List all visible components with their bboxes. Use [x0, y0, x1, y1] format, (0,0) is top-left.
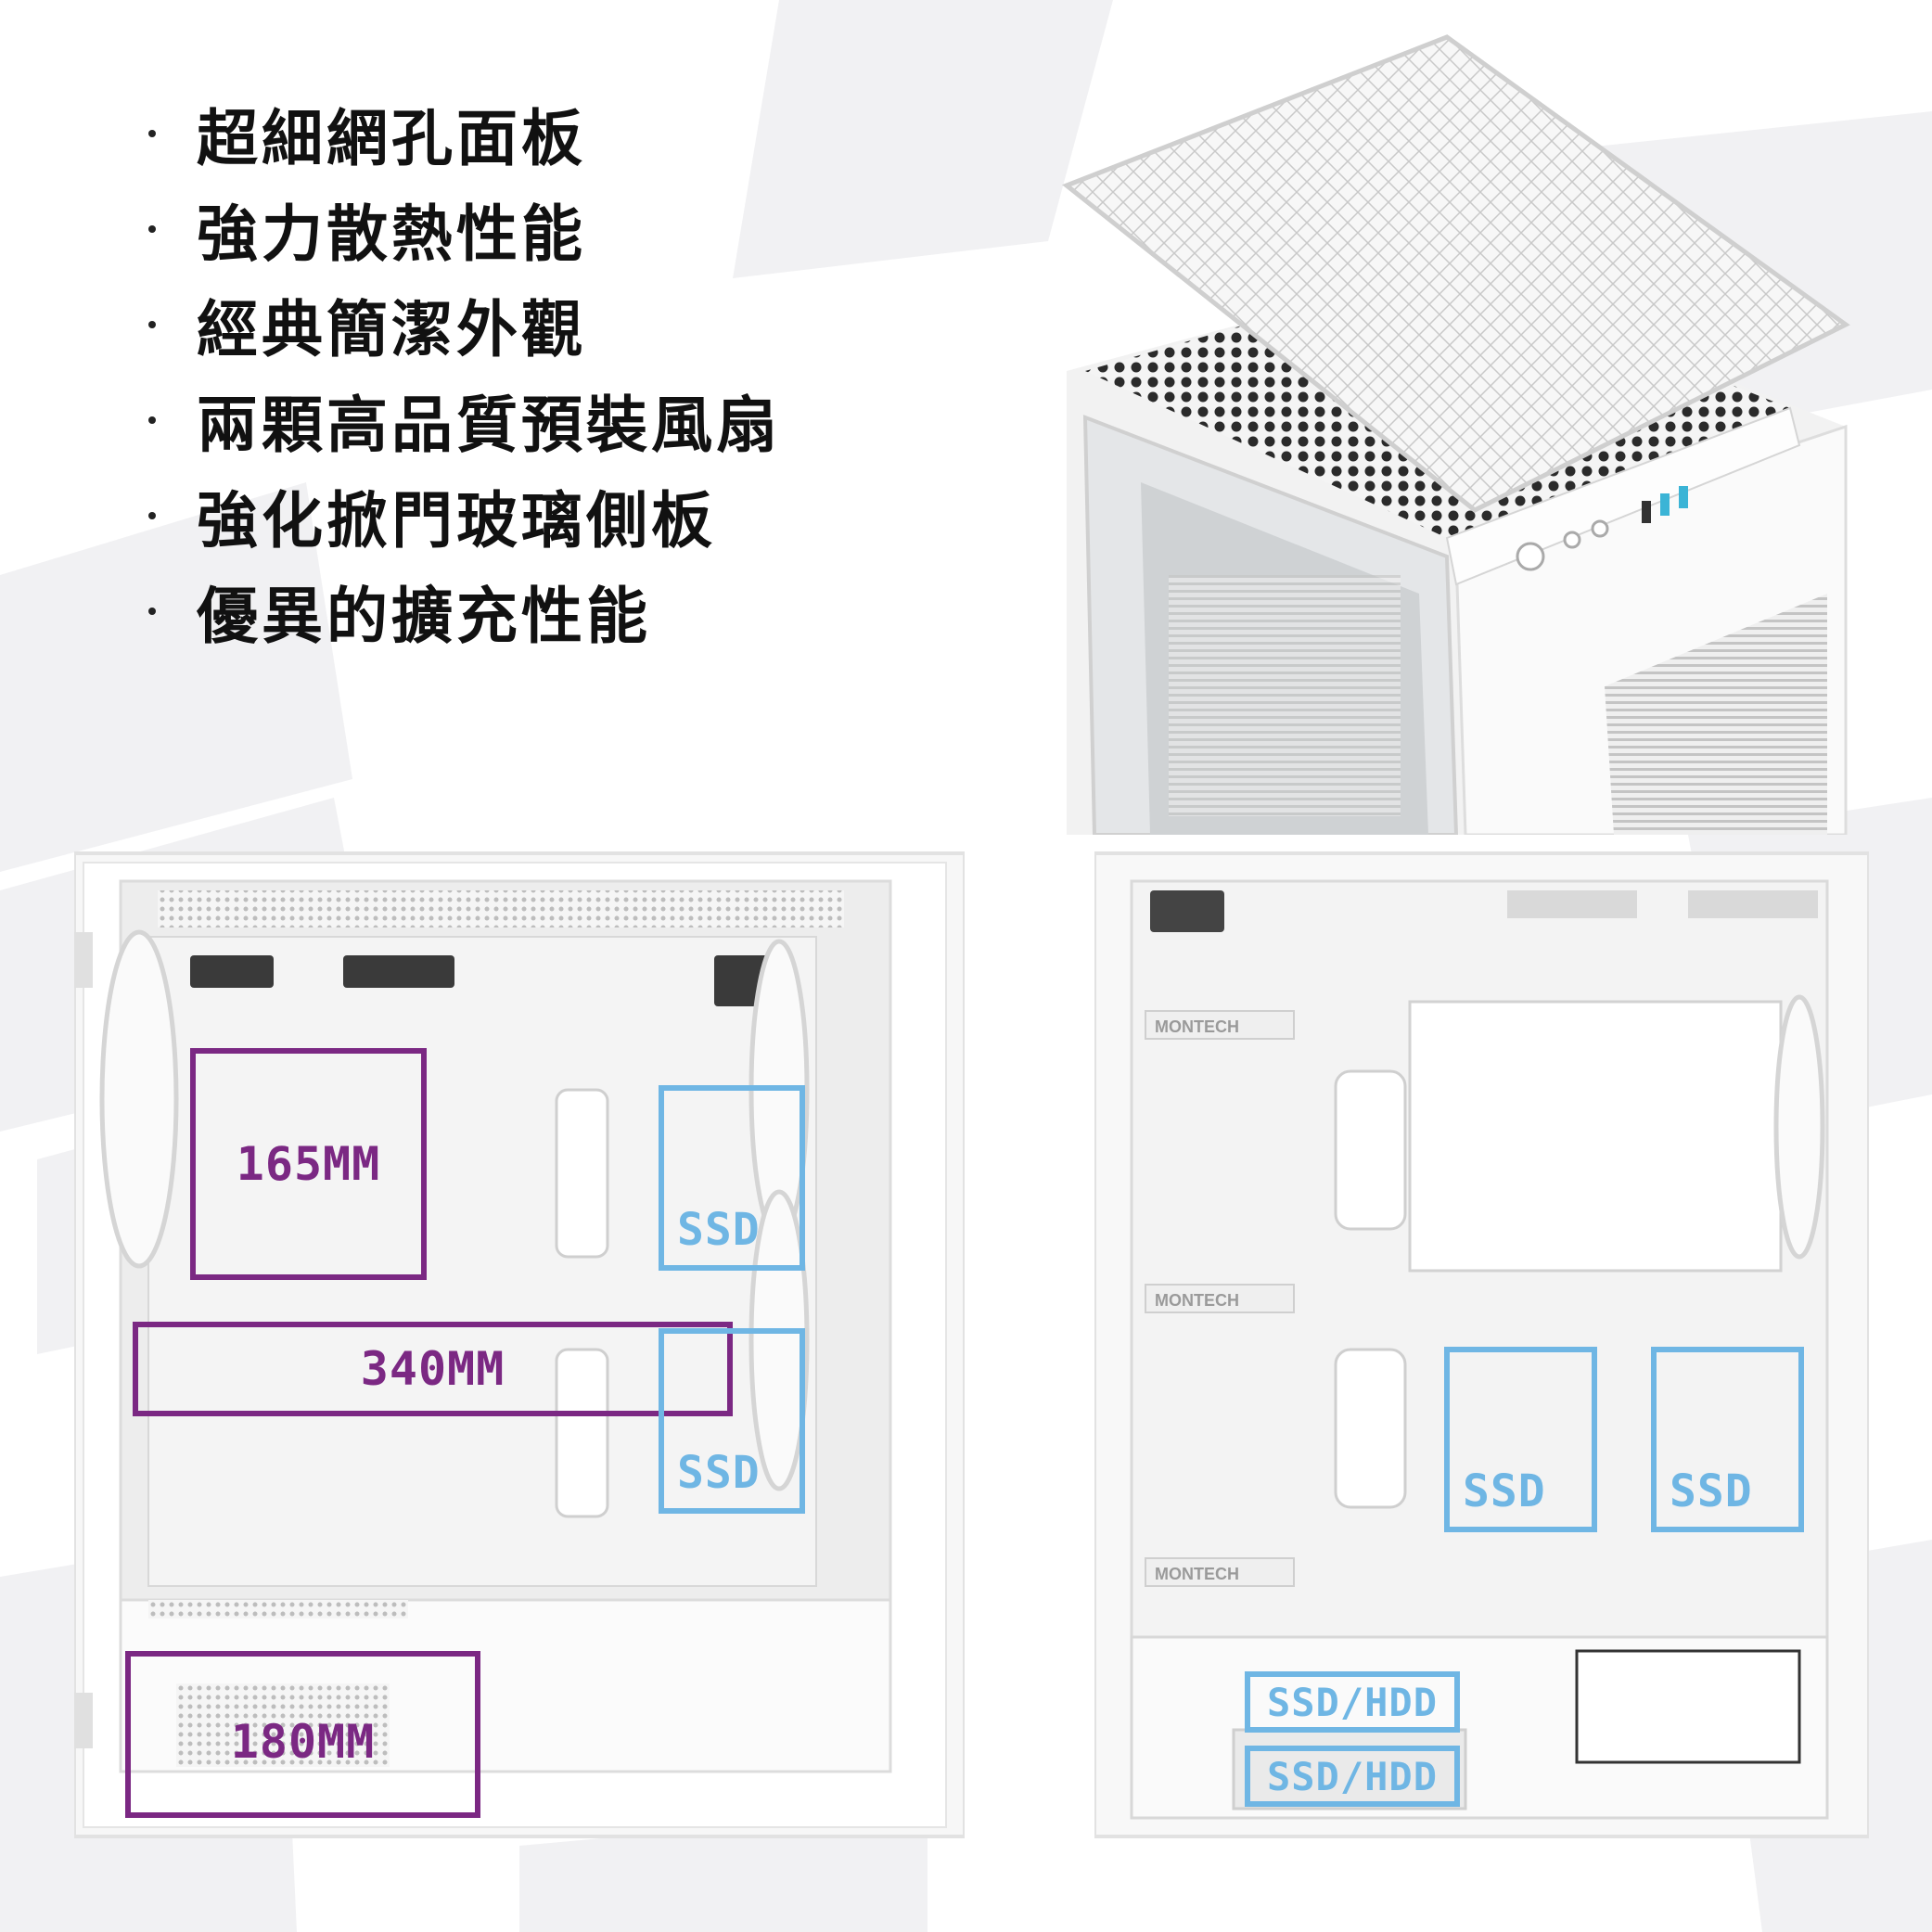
bullet-icon — [148, 129, 156, 137]
feature-text: 強化掀門玻璃側板 — [197, 484, 716, 557]
brand-label: MONTECH — [1155, 1565, 1239, 1583]
feature-text: 經典簡潔外觀 — [197, 293, 586, 365]
ssd-box-left-lower: SSD — [659, 1328, 805, 1514]
ssd-label: SSD — [1463, 1465, 1546, 1517]
feature-text: 兩顆高品質預裝風扇 — [197, 389, 781, 461]
ssd-label: SSD — [677, 1204, 761, 1256]
case-right-side-image: MONTECH MONTECH MONTECH — [1094, 851, 1869, 1838]
bullet-icon — [148, 224, 156, 233]
gpu-length-label: 340MM — [360, 1342, 505, 1396]
gpu-height-box: 165MM — [190, 1048, 427, 1280]
feature-item: 經典簡潔外觀 — [148, 276, 781, 372]
case-left-side-image — [74, 851, 965, 1838]
bullet-icon — [148, 607, 156, 615]
case-top-view-image — [1062, 34, 1850, 835]
gpu-height-label: 165MM — [236, 1137, 381, 1191]
ssd-hdd-label: SSD/HDD — [1266, 1753, 1438, 1799]
ssd-hdd-label: SSD/HDD — [1266, 1679, 1438, 1725]
feature-item: 兩顆高品質預裝風扇 — [148, 372, 781, 467]
ssd-hdd-box-upper: SSD/HDD — [1245, 1671, 1460, 1733]
montech-logo-icon — [1145, 1010, 1295, 1587]
psu-length-label: 180MM — [230, 1714, 376, 1769]
feature-item: 強力散熱性能 — [148, 181, 781, 276]
brand-label: MONTECH — [1155, 1017, 1239, 1036]
feature-text: 優異的擴充性能 — [197, 580, 651, 652]
feature-text: 強力散熱性能 — [197, 198, 586, 270]
ssd-hdd-box-lower: SSD/HDD — [1245, 1746, 1460, 1807]
feature-list: 超細網孔面板 強力散熱性能 經典簡潔外觀 兩顆高品質預裝風扇 強化掀門玻璃側板 … — [148, 85, 781, 659]
gpu-length-box: 340MM — [133, 1322, 733, 1416]
feature-item: 超細網孔面板 — [148, 85, 781, 181]
ssd-label: SSD — [677, 1447, 761, 1499]
ssd-box-right-1: SSD — [1444, 1347, 1597, 1532]
bullet-icon — [148, 320, 156, 328]
psu-length-box: 180MM — [125, 1651, 480, 1818]
brand-label: MONTECH — [1155, 1291, 1239, 1310]
ssd-label: SSD — [1670, 1465, 1753, 1517]
feature-text: 超細網孔面板 — [197, 102, 586, 174]
feature-item: 優異的擴充性能 — [148, 563, 781, 659]
ssd-box-left-upper: SSD — [659, 1085, 805, 1271]
bullet-icon — [148, 511, 156, 519]
ssd-box-right-2: SSD — [1651, 1347, 1804, 1532]
feature-item: 強化掀門玻璃側板 — [148, 467, 781, 563]
bullet-icon — [148, 416, 156, 424]
